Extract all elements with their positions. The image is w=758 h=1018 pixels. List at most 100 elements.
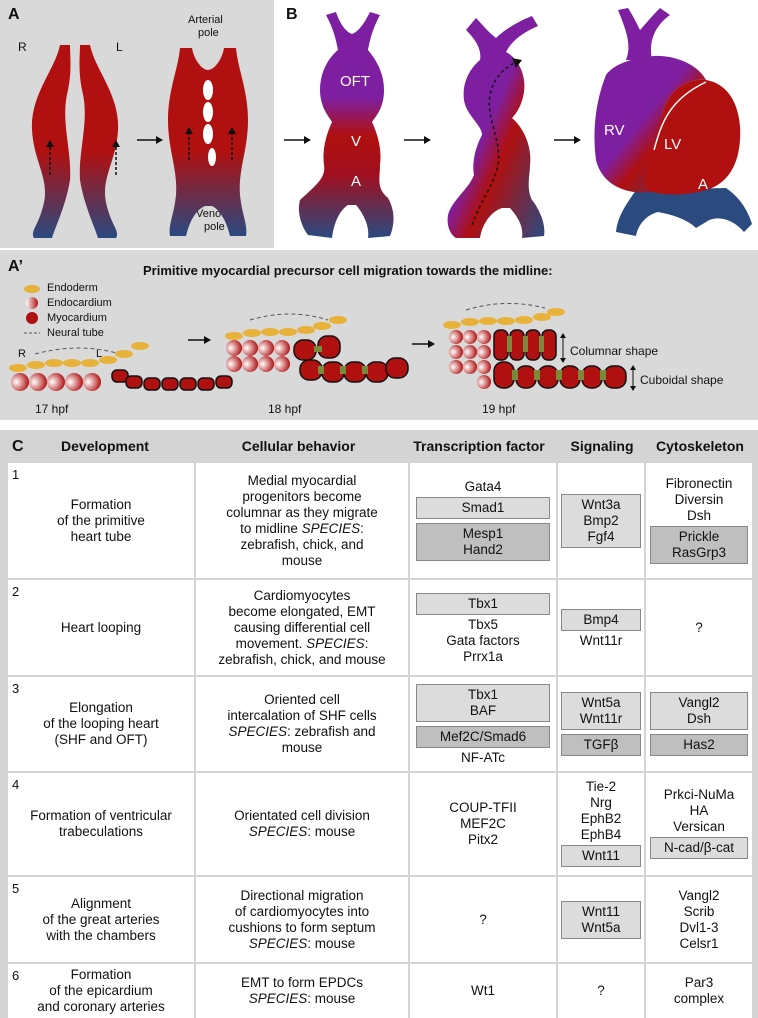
beh-2: causing differential cell: [233, 619, 371, 635]
beh-3: movement. SPECIES:: [235, 635, 369, 651]
dev-1: of the primitive: [57, 512, 145, 528]
cyt_plain-1: Scrib: [683, 903, 715, 919]
cyt_plain-0: Par3: [684, 975, 714, 990]
tf_box-box: Smad1: [415, 496, 551, 519]
cyt_dark-1: RasGrp3: [671, 544, 726, 560]
looped-heart-atria: [616, 188, 752, 236]
cyt_plain-1: HA: [689, 803, 709, 818]
row-number: 4: [12, 777, 20, 792]
stage-17-hpf: 17 hpf: [35, 402, 69, 416]
sig_box-0: Wnt11: [581, 848, 620, 863]
cell-migration-drawing: [9, 303, 636, 391]
tf_box-1: BAF: [469, 703, 497, 718]
linear-heart-tube: [298, 12, 394, 238]
sig_box-0: Wnt5a: [581, 695, 621, 710]
dev-2: and coronary arteries: [37, 999, 165, 1014]
tf_plain-0: ?: [479, 911, 487, 927]
sig_dark-0: TGFβ: [583, 737, 619, 752]
cyt_plain-2: Dsh: [686, 507, 711, 523]
legend-endocardium: Endocardium: [47, 297, 112, 309]
sig_plain-0: Tie-2: [585, 779, 617, 794]
cyt_box-box: N-cad/β-cat: [650, 837, 748, 859]
beh-5: mouse: [281, 552, 323, 568]
beh-0: Directional migration: [240, 887, 364, 903]
legend-myocardium-swatch: [26, 312, 38, 324]
panel-a-prime: [0, 250, 758, 420]
cyt_plain-0: Fibronectin: [665, 475, 733, 491]
looping-heart-tube: [447, 16, 545, 238]
panel-b-drawing: [284, 8, 752, 238]
arterial-pole-label-1: Arterial: [188, 14, 223, 26]
looped-heart-vessels: [618, 8, 670, 60]
cyt_dark-0: Prickle: [678, 528, 720, 544]
beh-0: Orientated cell division: [234, 808, 370, 823]
cyt_box-1: Dsh: [686, 711, 711, 726]
dev-0: Elongation: [69, 700, 133, 715]
row-number: 6: [12, 968, 20, 983]
beh-2: columnar as they migrate: [226, 504, 378, 520]
panel-a-label: A: [8, 6, 20, 23]
beh-1: SPECIES: mouse: [248, 824, 356, 839]
legend-endoderm-swatch: [24, 285, 40, 293]
panel-a-drawing: [31, 45, 248, 238]
sig_dark-box: TGFβ: [561, 734, 641, 756]
sig_plain-0: Wnt11r: [579, 632, 623, 648]
row-number: 3: [12, 681, 20, 696]
sig_plain-3: EphB4: [580, 827, 622, 842]
panel-b-label: B: [286, 6, 298, 23]
beh-3: mouse: [281, 740, 323, 755]
tf_plain-1: MEF2C: [460, 816, 506, 831]
tf_dark-0: Mesp1: [462, 525, 504, 541]
beh-1: intercalation of SHF cells: [227, 708, 377, 723]
row-number: 2: [12, 584, 20, 599]
tf_plain-0: Wt1: [470, 983, 495, 998]
beh-2: SPECIES: zebrafish and: [228, 724, 376, 739]
beh-2: cushions to form septum: [228, 919, 376, 935]
beh-3: to midline SPECIES:: [240, 520, 364, 536]
tf_plain-2: Prrx1a: [463, 648, 503, 664]
cuboidal-shape-label: Cuboidal shape: [640, 373, 724, 387]
rv-label: RV: [604, 122, 625, 139]
right-ventricle: [594, 55, 706, 193]
atrium-label-2: A: [698, 176, 709, 193]
beh-1: of cardiomyocytes into: [234, 903, 370, 919]
row-number: 1: [12, 467, 20, 482]
beh-0: Medial myocardial: [247, 472, 357, 488]
header-cytoskeleton: Cytoskeleton: [656, 438, 744, 454]
sig_plain-1: Nrg: [590, 795, 612, 810]
cyt_plain-3: Celsr1: [679, 935, 719, 951]
cyt_box-0: N-cad/β-cat: [663, 840, 734, 855]
sig_plain-2: EphB2: [580, 811, 622, 826]
panel-c-label: C: [12, 438, 24, 455]
row-number: 5: [12, 881, 20, 896]
header-development: Development: [61, 438, 149, 454]
beh-3: SPECIES: mouse: [248, 935, 356, 951]
sig_box-0: Wnt11: [581, 903, 620, 919]
tf_box-0: Tbx1: [467, 687, 498, 702]
oft-label: OFT: [340, 73, 370, 90]
beh-1: become elongated, EMT: [228, 603, 376, 619]
dev-0: Heart looping: [60, 619, 142, 635]
dev-2: (SHF and OFT): [54, 732, 148, 747]
beh-0: EMT to form EPDCs: [240, 975, 364, 990]
cyt_plain-0: ?: [695, 619, 703, 635]
sig_box-2: Fgf4: [587, 528, 615, 544]
